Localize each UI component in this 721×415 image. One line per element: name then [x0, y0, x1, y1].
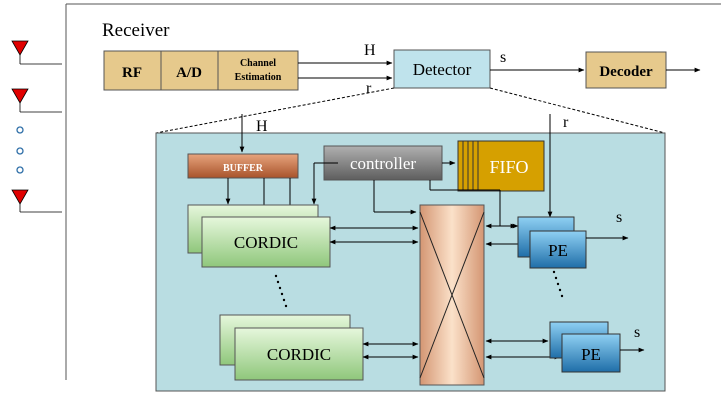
receiver-title: Receiver	[102, 20, 170, 41]
antenna-icon	[11, 189, 62, 213]
zoom-line-right	[489, 87, 666, 134]
channel-estimation-label-line2: Estimation	[235, 72, 282, 83]
channel-estimation-block: Channel Estimation	[217, 50, 299, 91]
buffer-block: BUFFER	[187, 153, 299, 179]
ad-label: A/D	[176, 65, 202, 81]
pe-top-label: PE	[548, 241, 568, 260]
ad-block: A/D	[160, 50, 219, 91]
pe-block-top: PE	[517, 216, 587, 269]
output-s-bottom-label: s	[634, 324, 640, 341]
cordic-block-top: CORDIC	[187, 204, 331, 268]
cordic-block-bottom: CORDIC	[219, 314, 364, 381]
channel-estimation-label-line1: Channel	[240, 58, 276, 69]
decoder-label: Decoder	[599, 64, 653, 80]
input-h-label: H	[256, 118, 268, 135]
ellipsis-icon	[552, 270, 564, 298]
signal-s-label: s	[500, 49, 506, 66]
pe-block-bottom: PE	[549, 321, 621, 373]
fifo-block: FIFO	[457, 140, 545, 192]
pe-bottom-label: PE	[581, 345, 601, 364]
rf-block: RF	[103, 50, 162, 91]
ellipsis-icon	[274, 274, 288, 308]
controller-label: controller	[350, 154, 416, 173]
input-r-label: r	[563, 114, 569, 131]
cordic-top-label: CORDIC	[234, 233, 298, 252]
decoder-block: Decoder	[585, 51, 667, 89]
detector-label: Detector	[413, 60, 472, 79]
controller-block: controller	[323, 145, 443, 181]
cordic-bottom-label: CORDIC	[267, 345, 331, 364]
signal-h-label: H	[364, 42, 376, 59]
fifo-label: FIFO	[489, 157, 528, 177]
crossbar-switch	[419, 204, 485, 386]
buffer-label: BUFFER	[223, 163, 264, 174]
detector-block: Detector	[393, 49, 491, 89]
signal-r-label: r	[366, 80, 372, 97]
zoom-line-left	[155, 87, 395, 134]
rf-label: RF	[122, 65, 142, 81]
ellipsis-dots-icon	[16, 126, 24, 174]
antenna-icon	[11, 88, 62, 113]
output-s-top-label: s	[616, 209, 622, 226]
antenna-icon	[11, 40, 62, 65]
